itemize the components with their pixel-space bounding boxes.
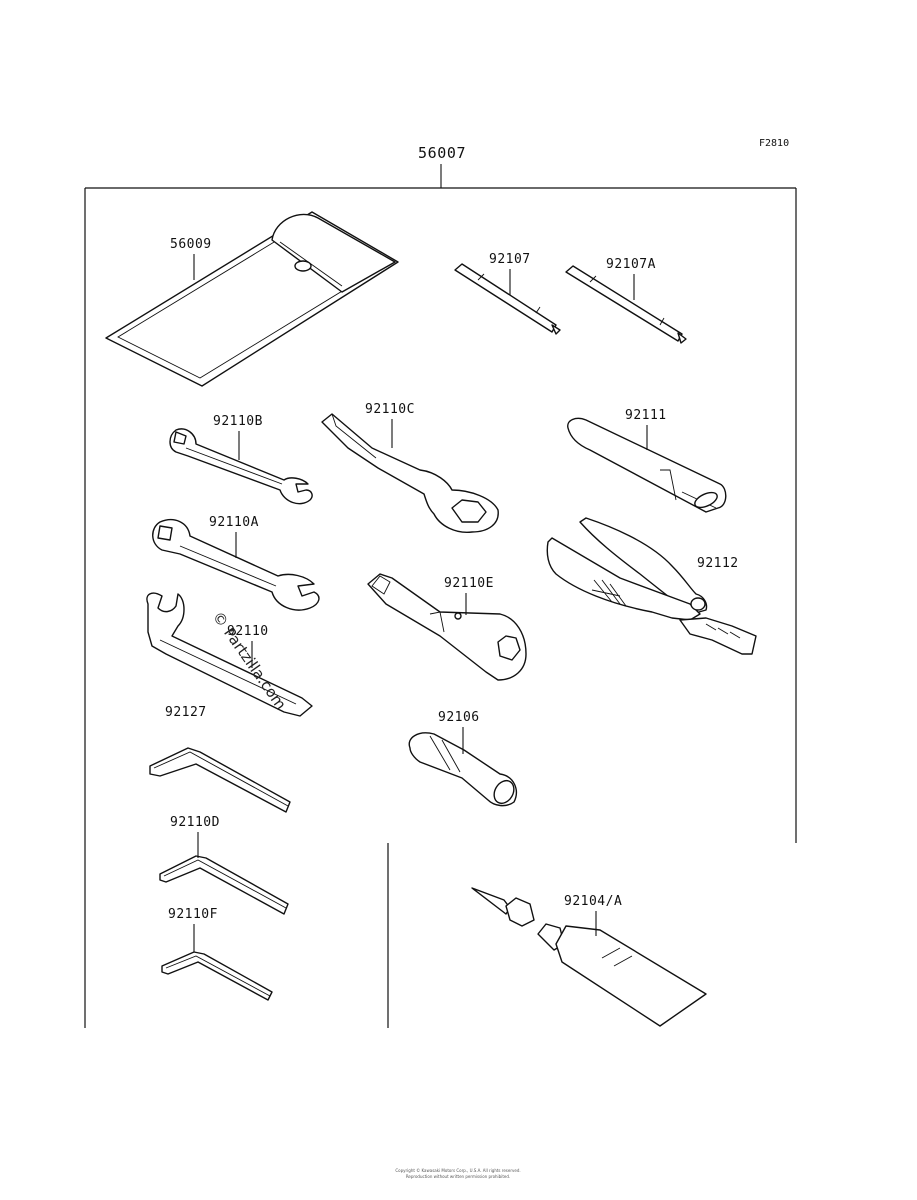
label-92107: 92107 xyxy=(489,252,531,267)
label-92106: 92106 xyxy=(438,710,480,725)
wrench-b-illustration xyxy=(169,428,313,505)
label-92127: 92127 xyxy=(165,705,207,720)
wrench-a-illustration xyxy=(152,518,320,611)
footer-line-2: Reproduction without written permission … xyxy=(406,1174,510,1179)
kit-bracket xyxy=(84,187,797,1028)
label-92107A: 92107A xyxy=(606,257,656,272)
pliers-illustration xyxy=(546,517,757,655)
hex-wrench-d-illustration xyxy=(159,855,289,915)
spanner-illustration xyxy=(146,592,313,717)
label-92104A: 92104/A xyxy=(564,894,622,909)
label-56007: 56007 xyxy=(418,144,466,162)
handle-illustration xyxy=(567,417,727,513)
wrench-e-illustration xyxy=(367,573,527,681)
label-92111: 92111 xyxy=(625,408,667,423)
label-92110D: 92110D xyxy=(170,815,220,830)
wrench-c-illustration xyxy=(321,413,499,533)
label-92110B: 92110B xyxy=(213,414,263,429)
label-92110A: 92110A xyxy=(209,515,259,530)
hex-wrench-f-illustration xyxy=(161,951,273,1001)
label-92110C: 92110C xyxy=(365,402,415,417)
screwdriver-illustration xyxy=(454,263,561,335)
grease-tube-illustration xyxy=(471,887,707,1027)
hex-wrench-large-illustration xyxy=(149,747,291,813)
label-56009: 56009 xyxy=(170,237,212,252)
label-92112: 92112 xyxy=(697,556,739,571)
figure-code: F2810 xyxy=(759,138,789,149)
screwdriver-alt-illustration xyxy=(565,265,687,344)
tool-case-illustration xyxy=(105,211,399,387)
footer-line-1: Copyright © Kawasaki Motors Corp., U.S.A… xyxy=(395,1168,520,1173)
socket-illustration xyxy=(408,732,518,807)
label-92110: 92110 xyxy=(227,624,269,639)
label-92110F: 92110F xyxy=(168,907,218,922)
label-92110E: 92110E xyxy=(444,576,494,591)
